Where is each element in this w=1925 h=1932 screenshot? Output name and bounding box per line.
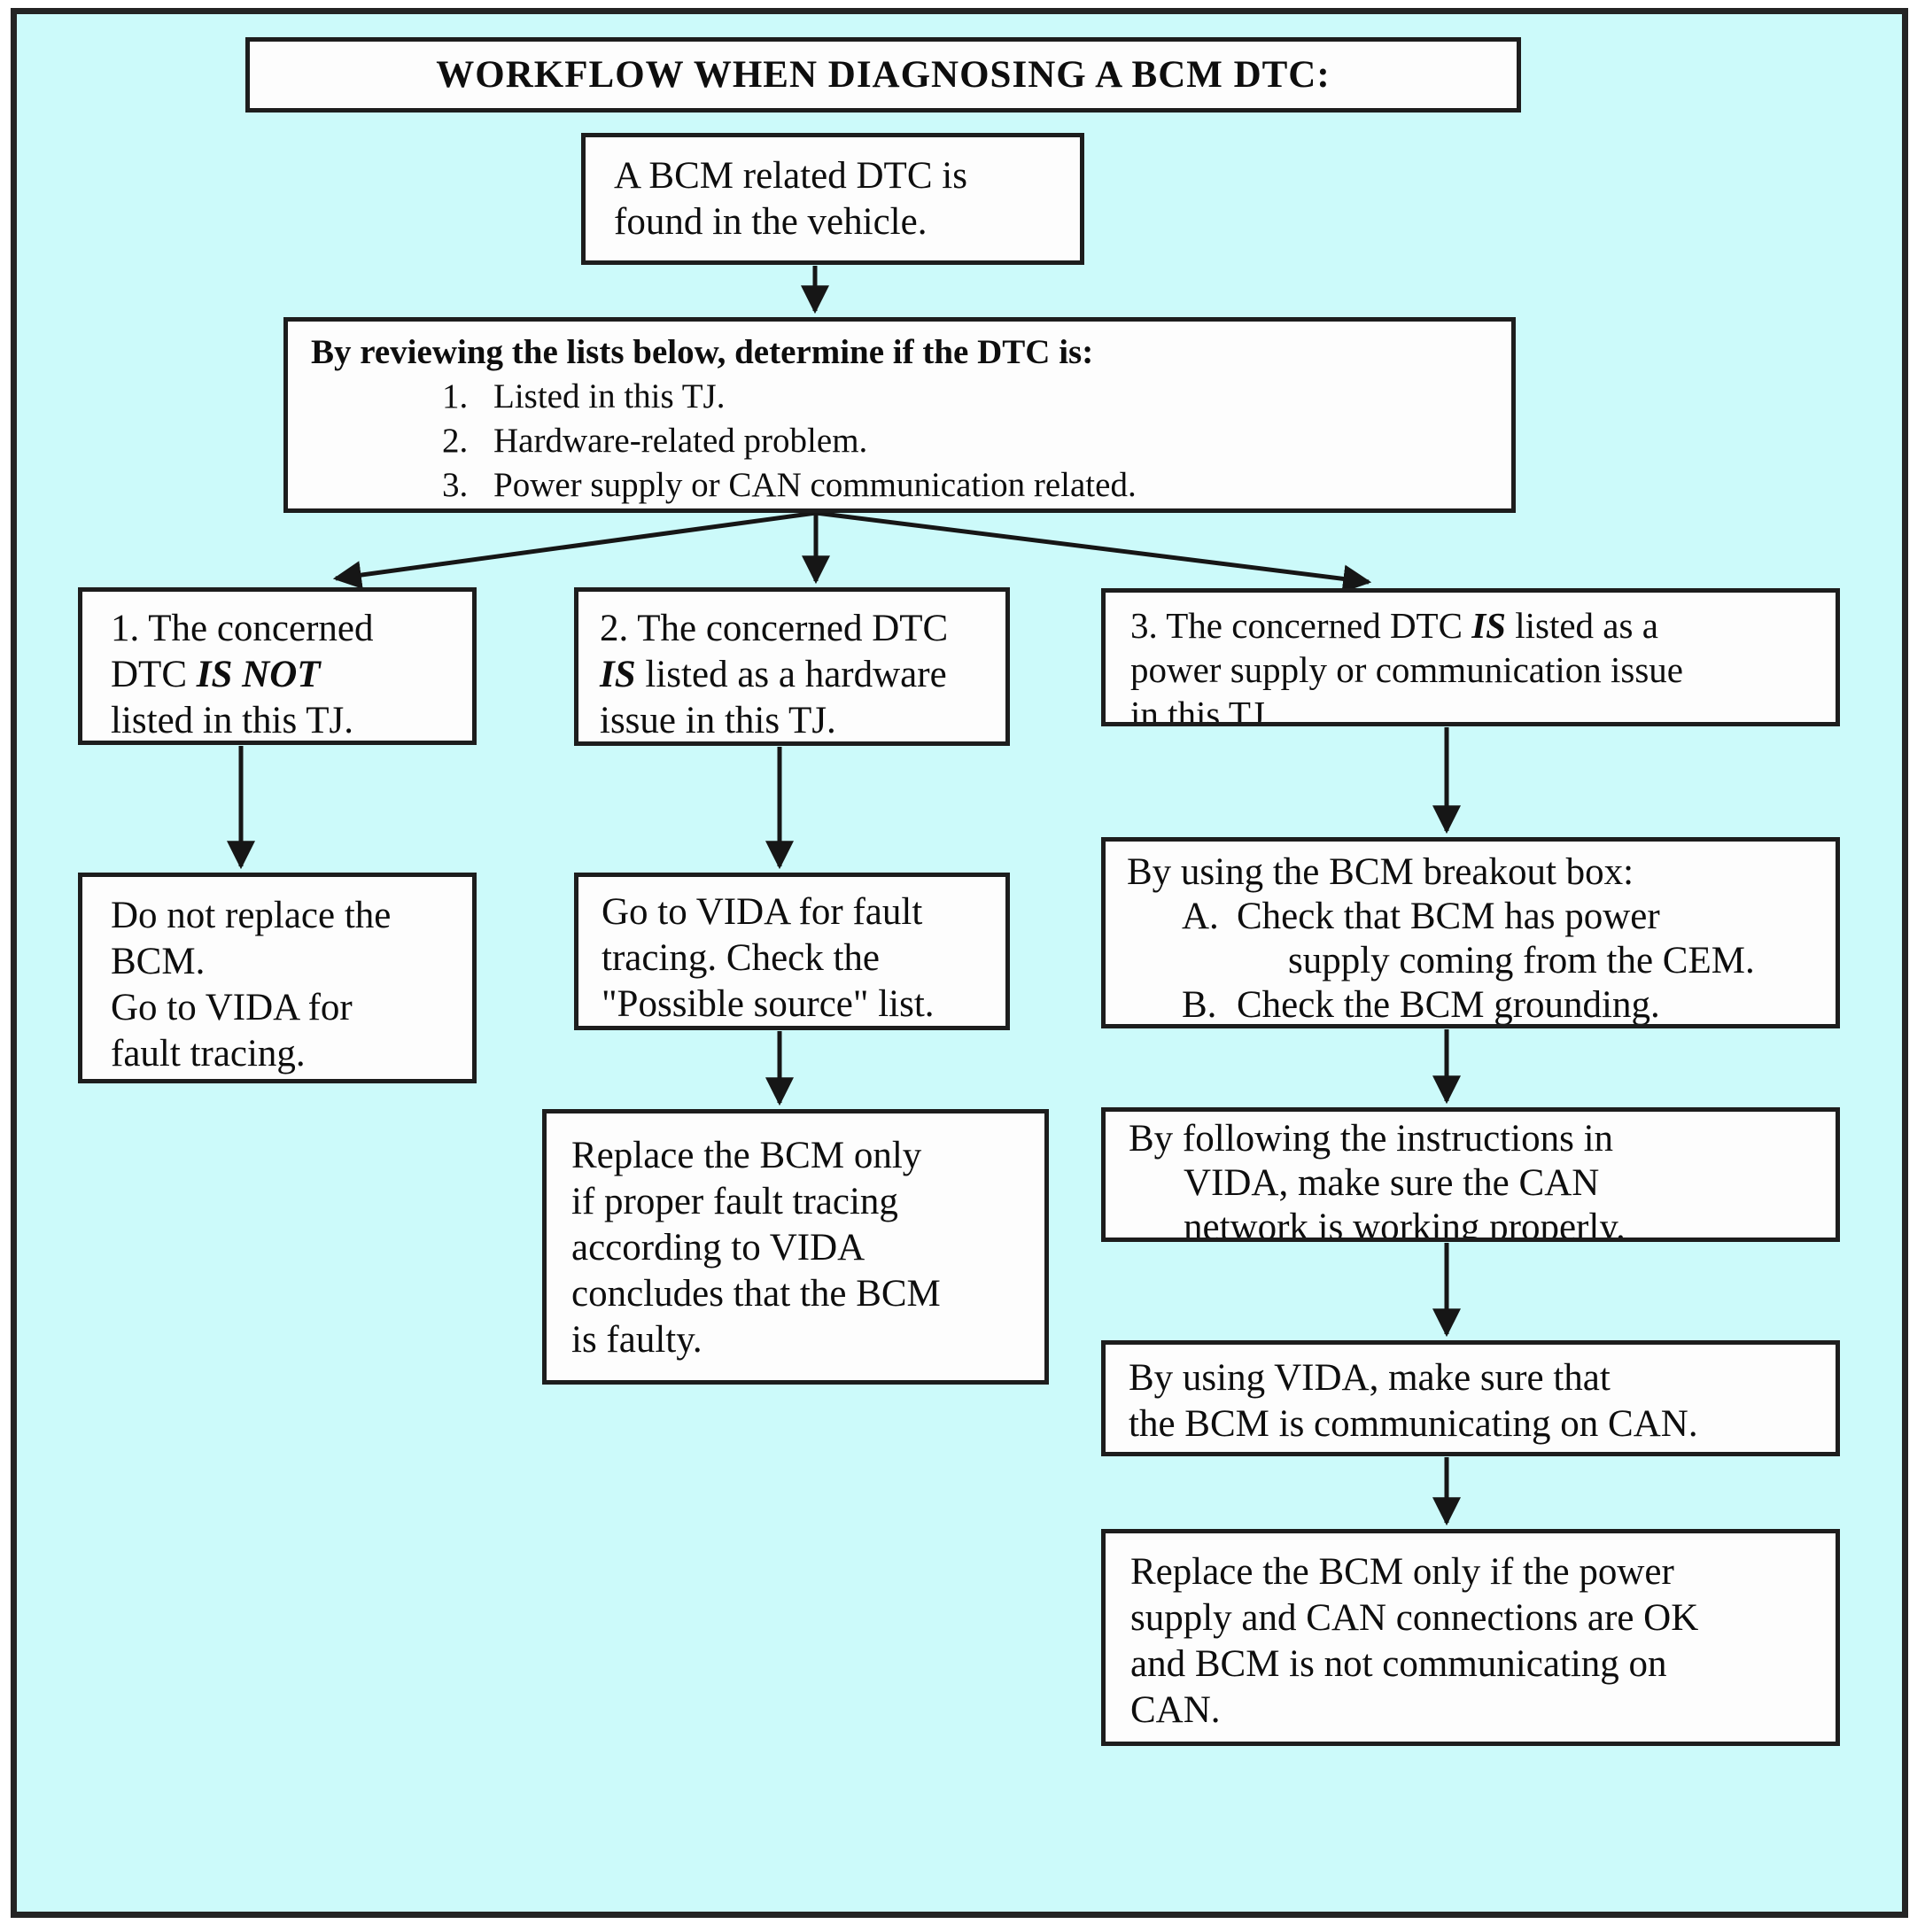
replacefinal-line1: Replace the BCM only if the power	[1130, 1551, 1674, 1593]
cannet-line2: VIDA, make sure the CAN	[1184, 1162, 1600, 1204]
vidafault-line1: Go to VIDA for fault	[602, 891, 923, 933]
replacefinal-line4: CAN.	[1130, 1689, 1221, 1731]
node-do-not-replace: Do not replace the BCM. Go to VIDA for f…	[78, 873, 477, 1083]
decision-item-2-num: 2.	[442, 422, 469, 460]
node-branch-1: 1. The concerned DTC IS NOT listed in th…	[78, 587, 477, 745]
donot-line4: fault tracing.	[111, 1033, 306, 1075]
branch3-line2: power supply or communication issue	[1130, 649, 1684, 690]
replacehw-line5: is faulty.	[571, 1319, 702, 1361]
replacefinal-line2: supply and CAN connections are OK	[1130, 1597, 1699, 1639]
branch1-line2: DTC IS NOT	[111, 652, 472, 698]
node-replace-bcm-final: Replace the BCM only if the power supply…	[1101, 1529, 1840, 1746]
decision-item-3-num: 3.	[442, 466, 469, 504]
breakout-item-a-text: Check that BCM has power supply coming f…	[1237, 895, 1755, 983]
decision-item-3-text: Power supply or CAN communication relate…	[493, 466, 1137, 504]
decision-item-1-num: 1.	[442, 377, 469, 415]
breakout-item-b-text: Check the BCM grounding.	[1237, 984, 1660, 1026]
replacehw-line4: concludes that the BCM	[571, 1273, 941, 1315]
donot-line3: Go to VIDA for	[111, 987, 353, 1028]
vidafault-line2: tracing. Check the	[602, 937, 881, 979]
decision-item-1-text: Listed in this TJ.	[493, 377, 726, 415]
node-breakout-box: By using the BCM breakout box: A. Check …	[1101, 837, 1840, 1028]
breakout-header: By using the BCM breakout box:	[1127, 851, 1634, 893]
decision-item-2: 2. Hardware-related problem.	[442, 419, 1511, 463]
breakout-item-b: B. Check the BCM grounding.	[1182, 983, 1836, 1026]
branch2-emphasis: IS	[600, 654, 636, 695]
donot-line2: BCM.	[111, 941, 206, 982]
node-vida-communication-check: By using VIDA, make sure that the BCM is…	[1101, 1340, 1840, 1456]
vidacomm-line1: By using VIDA, make sure that	[1129, 1357, 1611, 1399]
breakout-item-a-line1: Check that BCM has power	[1237, 896, 1660, 937]
branch3-line1-pre: 3. The concerned DTC	[1130, 605, 1472, 646]
replacehw-line2: if proper fault tracing	[571, 1181, 898, 1222]
donot-line1: Do not replace the	[111, 895, 392, 936]
breakout-item-a-line2: supply coming from the CEM.	[1288, 940, 1755, 982]
vidafault-line3: "Possible source" list.	[602, 983, 935, 1025]
replacehw-line1: Replace the BCM only	[571, 1135, 922, 1176]
branch3-line3: in this TJ.	[1130, 694, 1275, 726]
branch2-line2: IS listed as a hardware	[600, 652, 1005, 698]
decision-item-3: 3. Power supply or CAN communication rel…	[442, 463, 1511, 508]
node-branch-3: 3. The concerned DTC IS listed as a powe…	[1101, 588, 1840, 726]
branch2-line1: 2. The concerned DTC	[600, 608, 949, 649]
node-start-line2: found in the vehicle.	[614, 201, 928, 243]
node-start-line1: A BCM related DTC is	[614, 155, 967, 197]
cannet-line3: network is working properly.	[1184, 1207, 1626, 1242]
replacehw-line3: according to VIDA	[571, 1227, 865, 1269]
branch3-emphasis: IS	[1471, 605, 1506, 646]
node-branch-2: 2. The concerned DTC IS listed as a hard…	[574, 587, 1010, 746]
branch3-line1-post: listed as a	[1505, 605, 1658, 646]
decision-header: By reviewing the lists below, determine …	[311, 333, 1094, 371]
branch1-line2-pre: DTC	[111, 654, 197, 695]
node-replace-bcm-hardware: Replace the BCM only if proper fault tra…	[542, 1109, 1049, 1385]
node-start: A BCM related DTC is found in the vehicl…	[581, 133, 1084, 265]
vidacomm-line2: the BCM is communicating on CAN.	[1129, 1403, 1698, 1445]
node-vida-fault-tracing: Go to VIDA for fault tracing. Check the …	[574, 873, 1010, 1030]
breakout-item-b-num: B.	[1182, 984, 1217, 1026]
breakout-item-a: A. Check that BCM has power supply comin…	[1182, 895, 1836, 983]
breakout-item-a-num: A.	[1182, 896, 1219, 937]
branch1-emphasis: IS NOT	[196, 654, 321, 695]
diagram-title-text: WORKFLOW WHEN DIAGNOSING A BCM DTC:	[436, 53, 1331, 96]
decision-item-1: 1. Listed in this TJ.	[442, 375, 1511, 419]
branch1-line1: 1. The concerned	[111, 608, 374, 649]
cannet-line1: By following the instructions in	[1129, 1118, 1614, 1160]
branch2-line3: issue in this TJ.	[600, 700, 836, 741]
node-can-network-check: By following the instructions in VIDA, m…	[1101, 1107, 1840, 1242]
branch1-line3: listed in this TJ.	[111, 700, 353, 741]
node-decision: By reviewing the lists below, determine …	[283, 317, 1516, 513]
branch3-line1: 3. The concerned DTC IS listed as a	[1130, 603, 1836, 648]
diagram-title: WORKFLOW WHEN DIAGNOSING A BCM DTC:	[245, 37, 1521, 113]
decision-item-2-text: Hardware-related problem.	[493, 422, 868, 460]
replacefinal-line3: and BCM is not communicating on	[1130, 1643, 1667, 1685]
branch2-line2-post: listed as a hardware	[635, 654, 947, 695]
